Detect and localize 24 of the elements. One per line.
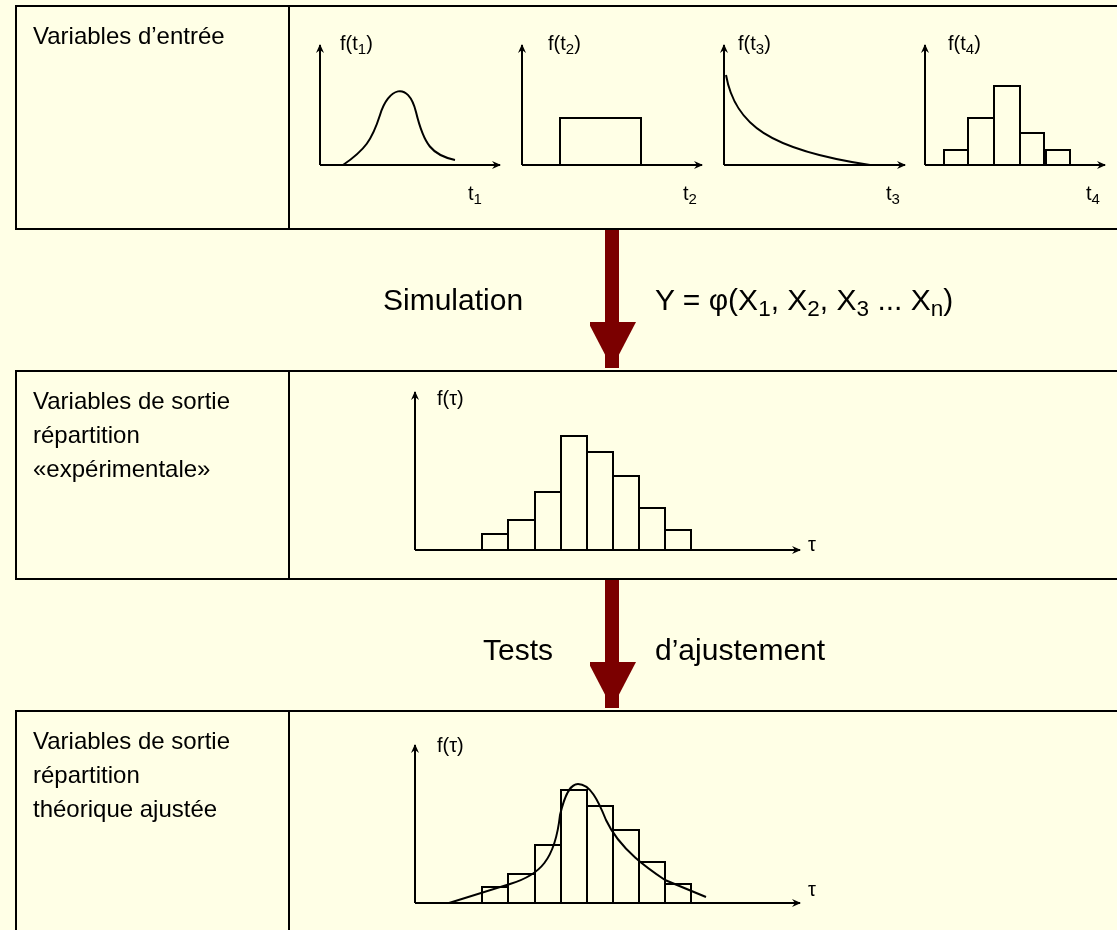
row-title: Variables de sortie répartition théorique ajustée: [33, 726, 231, 824]
axis-label: f(τ): [437, 386, 464, 411]
process-row: [15, 370, 1117, 580]
axis-label: f(t$_{4}$): [948, 31, 981, 56]
axis-label: t$_{4}$: [1086, 181, 1100, 206]
axis-label: τ: [808, 877, 816, 902]
row-title: Variables d’entrée: [33, 21, 226, 51]
arrow: [588, 580, 636, 708]
axis-label: t$_{1}$: [468, 181, 482, 206]
arrow: [588, 230, 636, 368]
axis-label: f(t$_{1}$): [340, 31, 373, 56]
process-row: [15, 710, 1117, 930]
axis-label: f(t$_{2}$): [548, 31, 581, 56]
row-title: Variables de sortie répartition «expérimentale»: [33, 386, 231, 484]
axis-label: τ: [808, 532, 816, 557]
edge-label: Tests: [483, 632, 554, 668]
caption-text: d’ajustement: [655, 632, 826, 668]
axis-label: t$_{3}$: [886, 181, 900, 206]
axis-label: t$_{2}$: [683, 181, 697, 206]
axis-label: f(τ): [437, 733, 464, 758]
formula-text: Y = φ(X$_{1}$, X$_{2}$, X$_{3}$ ... X$_{n}$): [655, 282, 954, 320]
edge-label: Simulation: [383, 282, 524, 318]
axis-label: f(t$_{3}$): [738, 31, 771, 56]
process-row: [15, 5, 1117, 230]
